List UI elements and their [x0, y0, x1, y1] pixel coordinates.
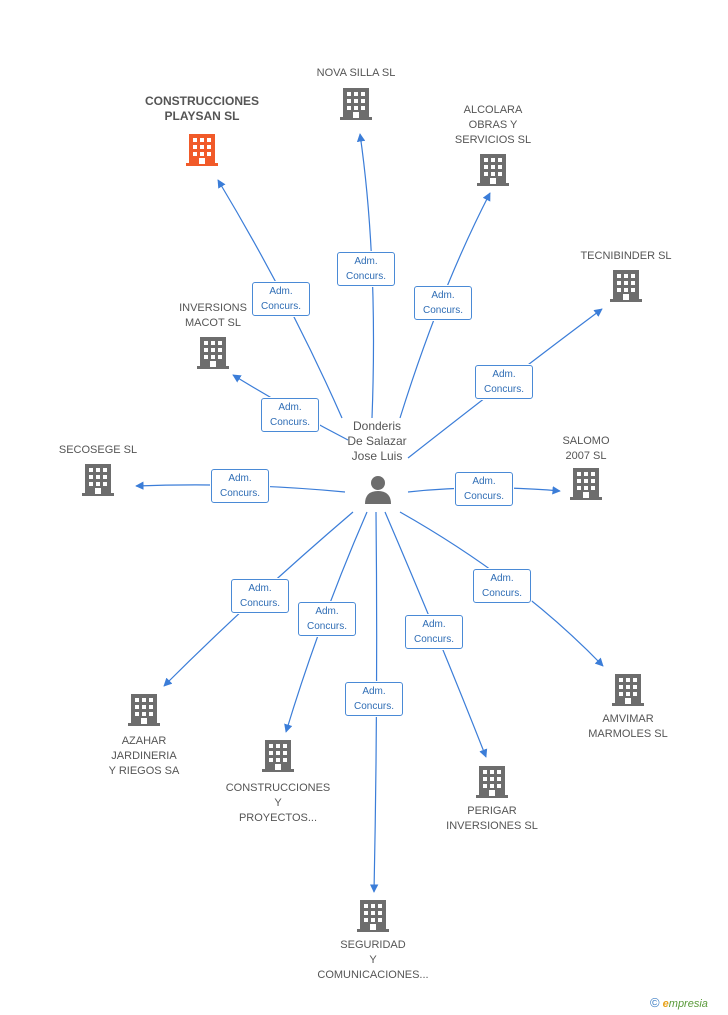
- building-icon: [262, 740, 294, 772]
- node-label: SEGURIDAD: [340, 939, 406, 951]
- node-label: ALCOLARA: [463, 104, 523, 116]
- node-label: CONSTRUCCIONES: [225, 782, 331, 794]
- building-icon: [128, 694, 160, 726]
- building-icon: [340, 88, 372, 120]
- node-label: AMVIMAR: [602, 713, 654, 725]
- building-icon: [357, 900, 389, 932]
- node-label: PLAYSAN SL: [164, 109, 240, 123]
- node-amvimar[interactable]: AMVIMAR MARMOLES SL: [578, 674, 678, 742]
- edge-label-construcciones: Adm.Concurs.: [298, 602, 356, 636]
- edge-label-salomo: Adm.Concurs.: [455, 472, 513, 506]
- node-secosege[interactable]: SECOSEGE SL: [50, 443, 146, 496]
- node-seguridad[interactable]: SEGURIDAD Y COMUNICACIONES...: [310, 900, 436, 983]
- edge-label-inversions: Adm.Concurs.: [261, 398, 319, 432]
- node-label: SERVICIOS SL: [454, 134, 532, 146]
- node-tecnibinder[interactable]: TECNIBINDER SL: [568, 249, 684, 302]
- node-label: OBRAS Y: [468, 119, 518, 131]
- node-label: JARDINERIA: [111, 750, 177, 762]
- node-label: AZAHAR: [121, 735, 167, 747]
- node-azahar[interactable]: AZAHAR JARDINERIA Y RIEGOS SA: [96, 694, 192, 779]
- node-label: CONSTRUCCIONES: [144, 94, 259, 108]
- building-icon: [570, 468, 602, 500]
- node-label: MACOT SL: [184, 317, 242, 329]
- person-icon[interactable]: [363, 474, 393, 504]
- node-label: PERIGAR: [467, 805, 517, 817]
- edge-label-nova: Adm.Concurs.: [337, 252, 395, 286]
- node-label: SECOSEGE SL: [58, 444, 138, 456]
- node-label: MARMOLES SL: [588, 728, 668, 740]
- brand-name: mpresia: [668, 998, 708, 1010]
- edge-label-secosege: Adm.Concurs.: [211, 469, 269, 503]
- node-alcolara[interactable]: ALCOLARA OBRAS Y SERVICIOS SL: [443, 103, 543, 186]
- node-inversions-macot[interactable]: INVERSIONS MACOT SL: [165, 301, 261, 369]
- node-label: Y RIEGOS SA: [108, 765, 180, 777]
- node-label: NOVA SILLA SL: [316, 67, 396, 79]
- node-label: PROYECTOS...: [238, 812, 318, 824]
- node-label: SALOMO: [562, 435, 610, 447]
- building-icon: [612, 674, 644, 706]
- edge-label-perigar: Adm.Concurs.: [405, 615, 463, 649]
- building-icon: [186, 134, 218, 166]
- node-label: Y: [369, 954, 377, 966]
- node-perigar[interactable]: PERIGAR INVERSIONES SL: [436, 766, 548, 834]
- edge-label-tecnibinder: Adm.Concurs.: [475, 365, 533, 399]
- edge-label-seguridad: Adm.Concurs.: [345, 682, 403, 716]
- node-label: COMUNICACIONES...: [317, 969, 429, 981]
- edge-label-playsan: Adm.Concurs.: [252, 282, 310, 316]
- node-label: 2007 SL: [565, 450, 607, 462]
- building-icon: [477, 154, 509, 186]
- copyright-symbol: ©: [650, 995, 660, 1010]
- edge-label-alcolara: Adm.Concurs.: [414, 286, 472, 320]
- building-icon: [610, 270, 642, 302]
- node-salomo[interactable]: SALOMO 2007 SL: [544, 434, 628, 500]
- edge-label-azahar: Adm.Concurs.: [231, 579, 289, 613]
- building-icon: [82, 464, 114, 496]
- node-label: Y: [274, 797, 282, 809]
- brand-footer: © empresia: [650, 995, 708, 1010]
- node-construcciones-proyectos[interactable]: CONSTRUCCIONES Y PROYECTOS...: [222, 740, 334, 826]
- node-label: TECNIBINDER SL: [580, 250, 672, 262]
- center-person-name[interactable]: Donderis De Salazar Jose Luis: [347, 419, 407, 463]
- node-nova-silla[interactable]: NOVA SILLA SL: [296, 66, 416, 120]
- node-label: INVERSIONS: [179, 302, 247, 314]
- building-icon: [197, 337, 229, 369]
- edge-label-amvimar: Adm.Concurs.: [473, 569, 531, 603]
- building-icon: [476, 766, 508, 798]
- node-label: INVERSIONES SL: [446, 820, 538, 832]
- node-construcciones-playsan[interactable]: CONSTRUCCIONES PLAYSAN SL: [130, 94, 274, 166]
- brand-logo-e: e: [662, 998, 669, 1010]
